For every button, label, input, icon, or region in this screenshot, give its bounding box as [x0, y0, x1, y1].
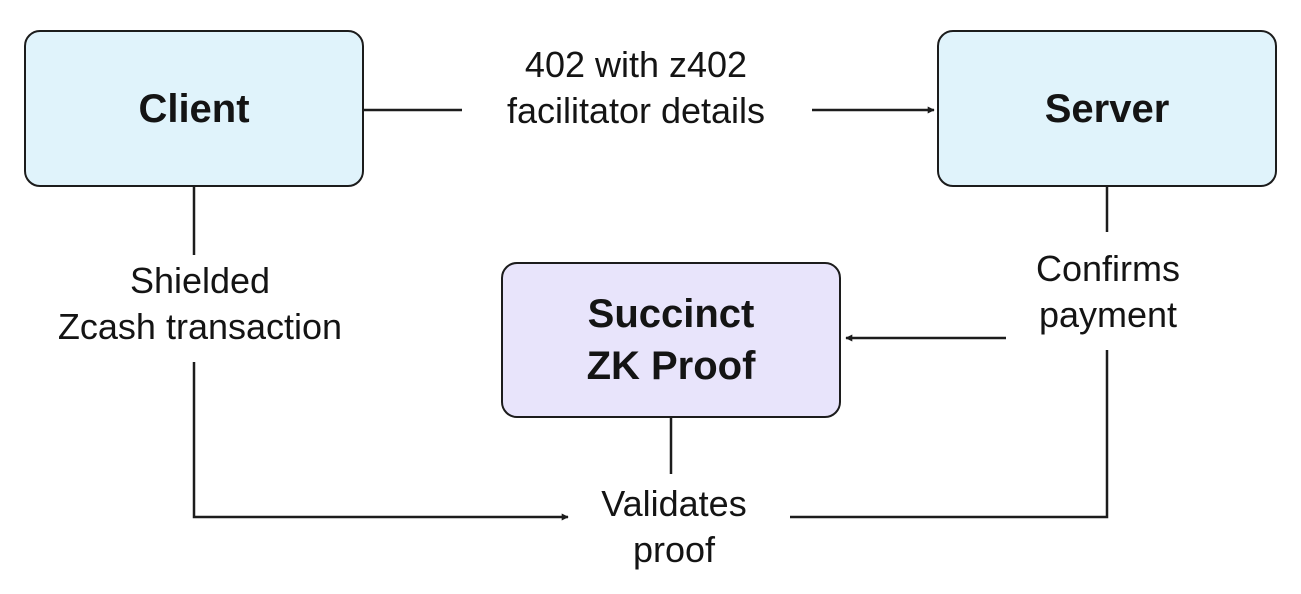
edge-label-validates-line1: Validates [601, 483, 747, 524]
proof-node-line2: ZK Proof [586, 344, 756, 388]
server-node-label: Server [1044, 86, 1170, 131]
edge-label-shielded-line1: Shielded [129, 260, 271, 301]
edge-label-shielded-zcash: Shielded Zcash transaction [30, 258, 370, 350]
edge-label-402-line2: facilitator details [506, 90, 766, 131]
edge-server-to-validates [790, 350, 1109, 519]
proof-node-line1: Succinct [587, 292, 755, 336]
edge-label-402-facilitator: 402 with z402 facilitator details [470, 42, 802, 134]
proof-node-text: Succinct ZK Proof [587, 288, 756, 392]
client-node: Client [24, 30, 364, 187]
edge-label-402-line1: 402 with z402 [524, 44, 748, 85]
edge-label-validates-proof: Validates proof [574, 481, 774, 573]
edge-label-confirms-line2: payment [1038, 294, 1178, 335]
edge-label-shielded-line2: Zcash transaction [57, 306, 343, 347]
succinct-zk-proof-node: Succinct ZK Proof [501, 262, 841, 418]
edge-label-confirms-line1: Confirms [1035, 248, 1181, 289]
edge-label-confirms-payment: Confirms payment [1010, 246, 1206, 338]
client-node-label: Client [138, 86, 250, 131]
server-node: Server [937, 30, 1277, 187]
edge-client-to-validates-arrow [192, 362, 569, 521]
edge-label-validates-line2: proof [632, 529, 716, 570]
